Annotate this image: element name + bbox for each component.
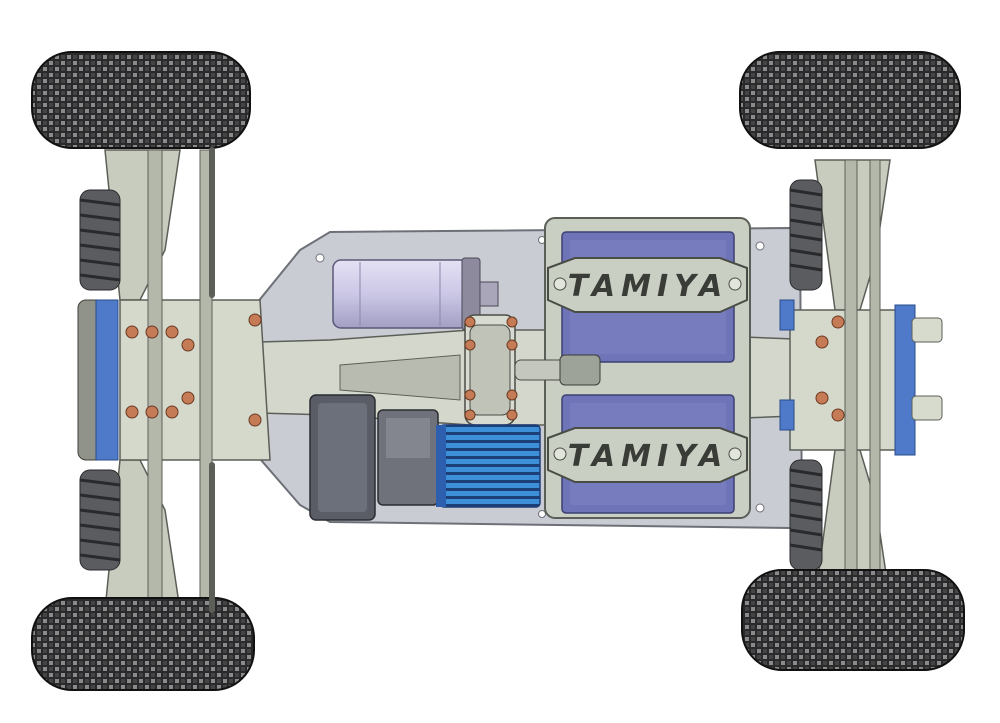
shock-absorber [79, 189, 121, 571]
motor [332, 257, 499, 331]
front-left-tire [31, 51, 251, 149]
esc [436, 424, 541, 508]
front-right-tire [739, 51, 961, 149]
rear-shock-absorber [789, 179, 823, 571]
battery-strap-top: TAMIYA [547, 257, 748, 313]
bolts [125, 313, 845, 427]
tamiya-logo-top: TAMIYA [568, 269, 728, 304]
rear-right-tire [741, 569, 965, 671]
battery-strap-bottom: TAMIYA [547, 427, 748, 483]
center-driveshaft [464, 314, 601, 426]
steering-servo [309, 394, 376, 521]
tamiya-logo-bottom: TAMIYA [568, 439, 728, 474]
rear-left-tire [31, 597, 255, 691]
receiver [377, 409, 439, 506]
